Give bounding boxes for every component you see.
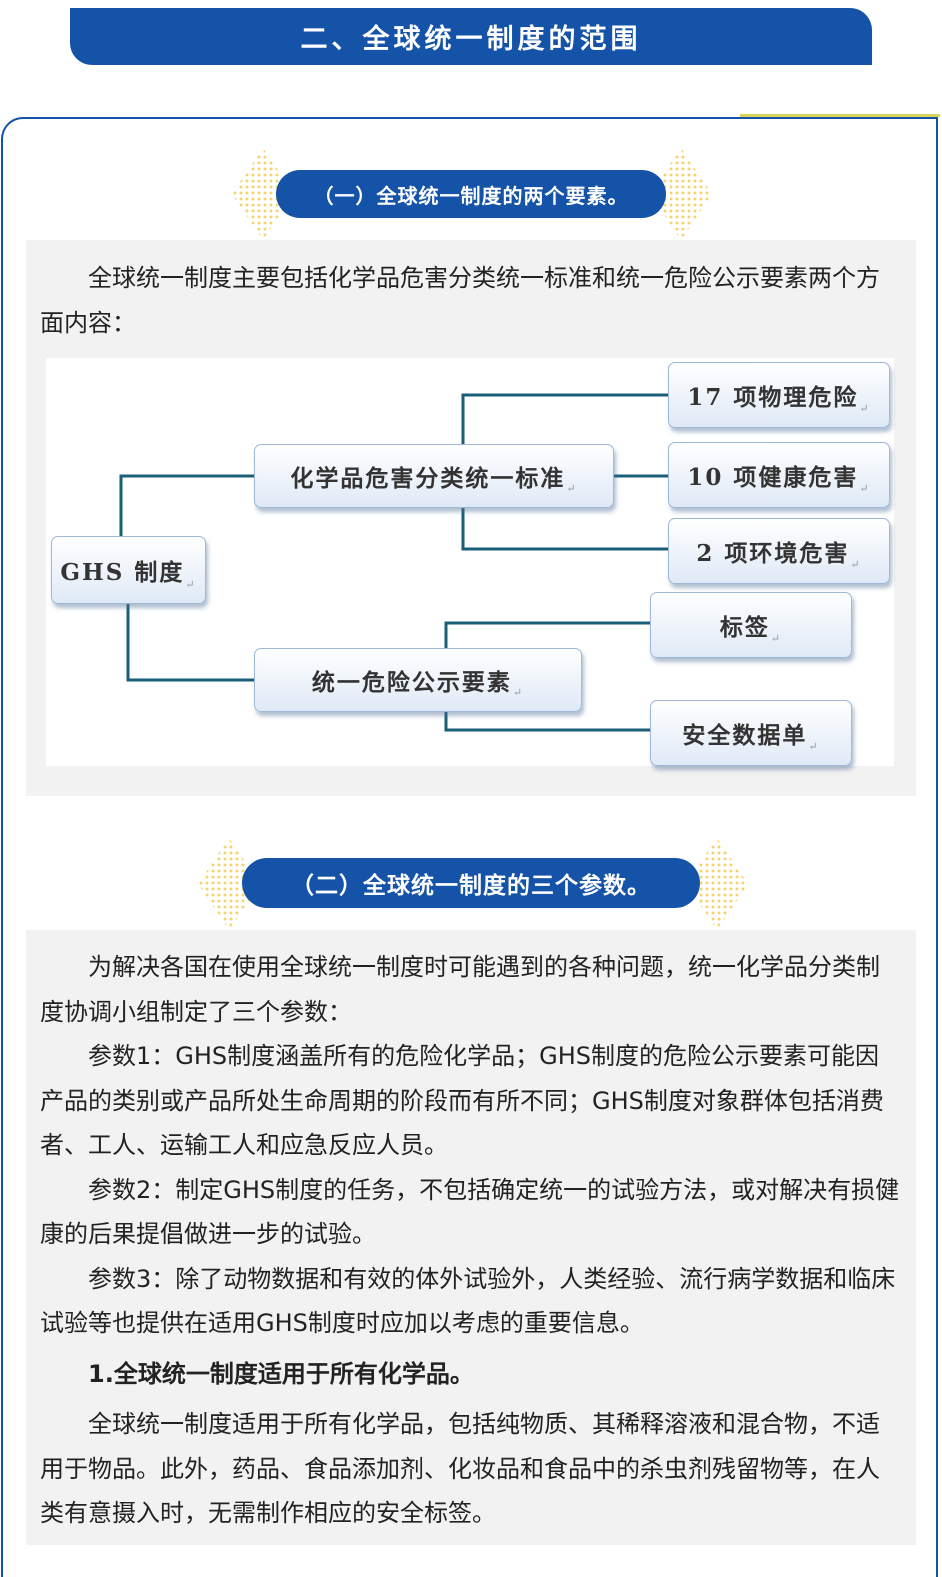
connector-root-branch2 (126, 600, 256, 682)
scope-text: 全球统一制度适用于所有化学品，包括纯物质、其稀释溶液和混合物，不适用于物品。此外… (40, 1410, 880, 1527)
param-3: 参数3：除了动物数据和有效的体外试验外，人类经验、流行病学数据和临床试验等也提供… (40, 1264, 896, 1338)
frame-accent-line (740, 114, 940, 117)
node-ghs-system: GHS 制度↵ (51, 536, 206, 604)
param-2: 参数2：制定GHS制度的任务，不包括确定统一的试验方法，或对解决有损健康的后果提… (40, 1175, 900, 1249)
param-1: 参数1：GHS制度涵盖所有的危险化学品；GHS制度的危险公示要素可能因产品的类别… (40, 1042, 884, 1159)
section2-panel: 为解决各国在使用全球统一制度时可能遇到的各种问题，统一化学品分类制度协调小组制定… (26, 930, 916, 1545)
return-mark: ↵ (512, 686, 525, 699)
ghs-diagram: GHS 制度↵ 化学品危害分类统一标准↵ 统一危险公示要素↵ 17 项物理危险↵… (46, 358, 894, 766)
return-mark: ↵ (808, 740, 820, 753)
content-frame (1, 117, 938, 1577)
section1-intro: 全球统一制度主要包括化学品危害分类统一标准和统一危险公示要素两个方面内容： (40, 264, 880, 337)
node-safety-data-sheet: 安全数据单↵ (650, 700, 852, 766)
node-hazard-classification-label: 化学品危害分类统一标准 (290, 465, 566, 492)
return-mark: ↵ (859, 482, 871, 495)
node-environmental-hazards: 2 项环境危害↵ (668, 518, 890, 584)
node-environmental-hazards-label: 2 项环境危害 (696, 540, 850, 567)
return-mark: ↵ (566, 482, 578, 495)
section1-panel: 全球统一制度主要包括化学品危害分类统一标准和统一危险公示要素两个方面内容： GH… (26, 240, 916, 796)
section2-intro: 为解决各国在使用全球统一制度时可能遇到的各种问题，统一化学品分类制度协调小组制定… (40, 953, 880, 1026)
node-safety-data-sheet-label: 安全数据单 (682, 722, 808, 749)
connector-branch2-leaf5 (444, 710, 651, 732)
connector-branch1-leaf1 (461, 393, 668, 446)
node-hazard-communication-label: 统一危险公示要素 (311, 669, 512, 696)
node-health-hazards-label: 10 项健康危害 (687, 464, 859, 491)
section1-title: （一）全球统一制度的两个要素。 (276, 170, 666, 218)
section2-title: （二）全球统一制度的三个参数。 (242, 858, 700, 908)
diagram-connectors (119, 393, 668, 732)
node-health-hazards: 10 项健康危害↵ (668, 442, 890, 508)
node-hazard-communication: 统一危险公示要素↵ (254, 648, 582, 712)
return-mark: ↵ (770, 632, 783, 645)
node-hazard-classification: 化学品危害分类统一标准↵ (254, 444, 614, 508)
node-label: 标签↵ (650, 592, 852, 658)
connector-branch2-leaf4 (444, 621, 651, 651)
section-banner: 二、全球统一制度的范围 (70, 8, 872, 65)
node-label-label: 标签 (719, 614, 770, 641)
return-mark: ↵ (185, 578, 197, 591)
connector-root-branch1 (119, 474, 256, 538)
node-physical-hazards-label: 17 项物理危险 (687, 384, 859, 411)
node-ghs-system-label: GHS 制度 (60, 559, 185, 586)
return-mark: ↵ (859, 402, 871, 415)
connector-branch1-leaf3 (461, 506, 668, 551)
node-physical-hazards: 17 项物理危险↵ (668, 362, 890, 428)
return-mark: ↵ (850, 558, 862, 571)
subheading-scope: 1.全球统一制度适用于所有化学品。 (88, 1359, 474, 1388)
